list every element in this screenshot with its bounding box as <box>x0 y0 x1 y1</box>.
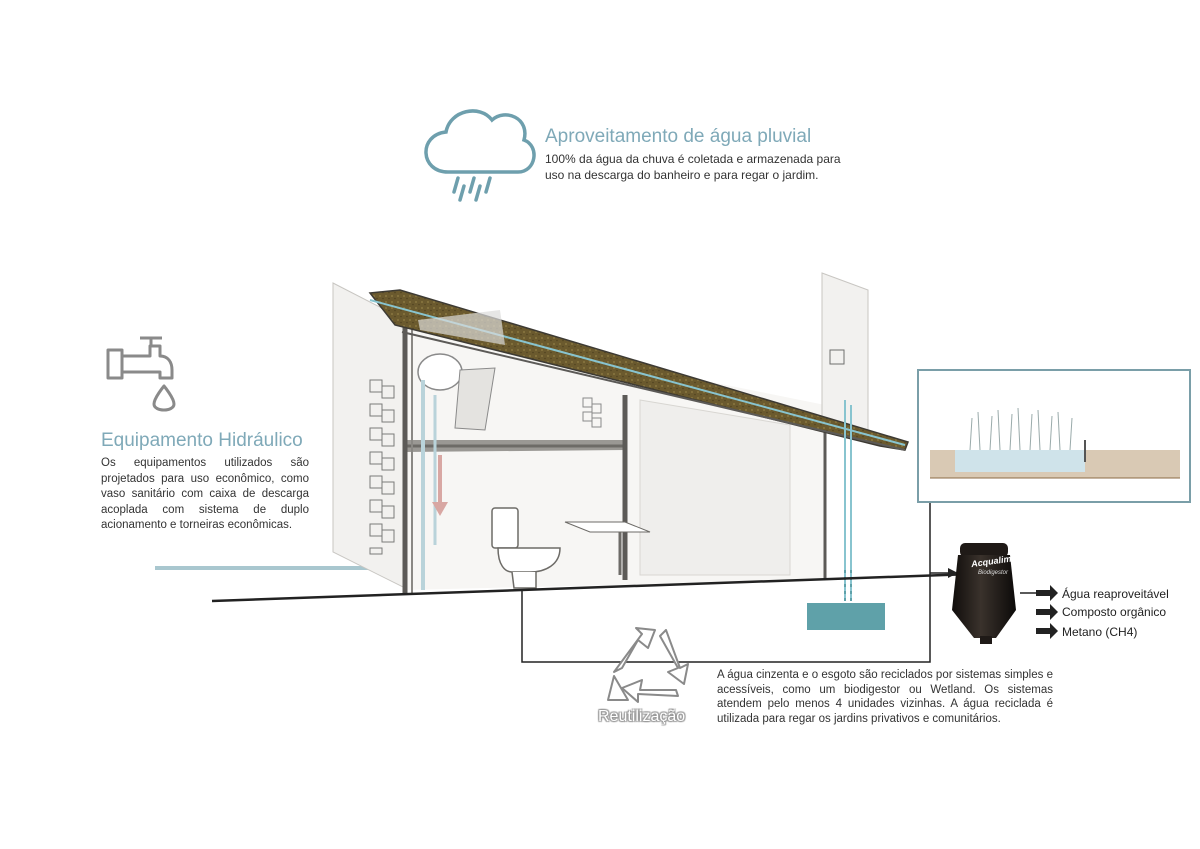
output-arrows <box>1020 585 1058 639</box>
rainwater-cistern <box>807 603 885 630</box>
rainwater-title: Aproveitamento de água pluvial <box>545 126 812 147</box>
house-section <box>332 272 909 605</box>
biodigester-tank <box>952 543 1016 644</box>
output-organic-compost: Composto orgânico <box>1062 605 1167 619</box>
output-methane: Metano (CH4) <box>1062 625 1138 639</box>
reuse-label: Reutilização <box>598 708 686 725</box>
faucet-icon <box>106 336 176 412</box>
biodigester-model: Biodigestor <box>978 570 1009 576</box>
toilet <box>491 507 561 589</box>
wetland-detail-inset <box>917 369 1191 503</box>
sewage-pipe <box>521 495 931 663</box>
hydraulic-title: Equipamento Hidráulico <box>101 430 303 451</box>
reuse-description: A água cinzenta e o esgoto são reciclado… <box>717 669 1053 725</box>
ground-line <box>211 571 1001 603</box>
brick-pattern <box>369 379 395 555</box>
rain-cloud-icon <box>424 109 536 202</box>
rainwater-description: 100% da água da chuva é coletada e armaz… <box>545 152 841 182</box>
recycle-icon <box>607 627 689 703</box>
hydraulic-description: Os equipamentos utilizados são projetado… <box>101 457 309 531</box>
output-reusable-water: Água reaproveitável <box>1062 587 1169 601</box>
